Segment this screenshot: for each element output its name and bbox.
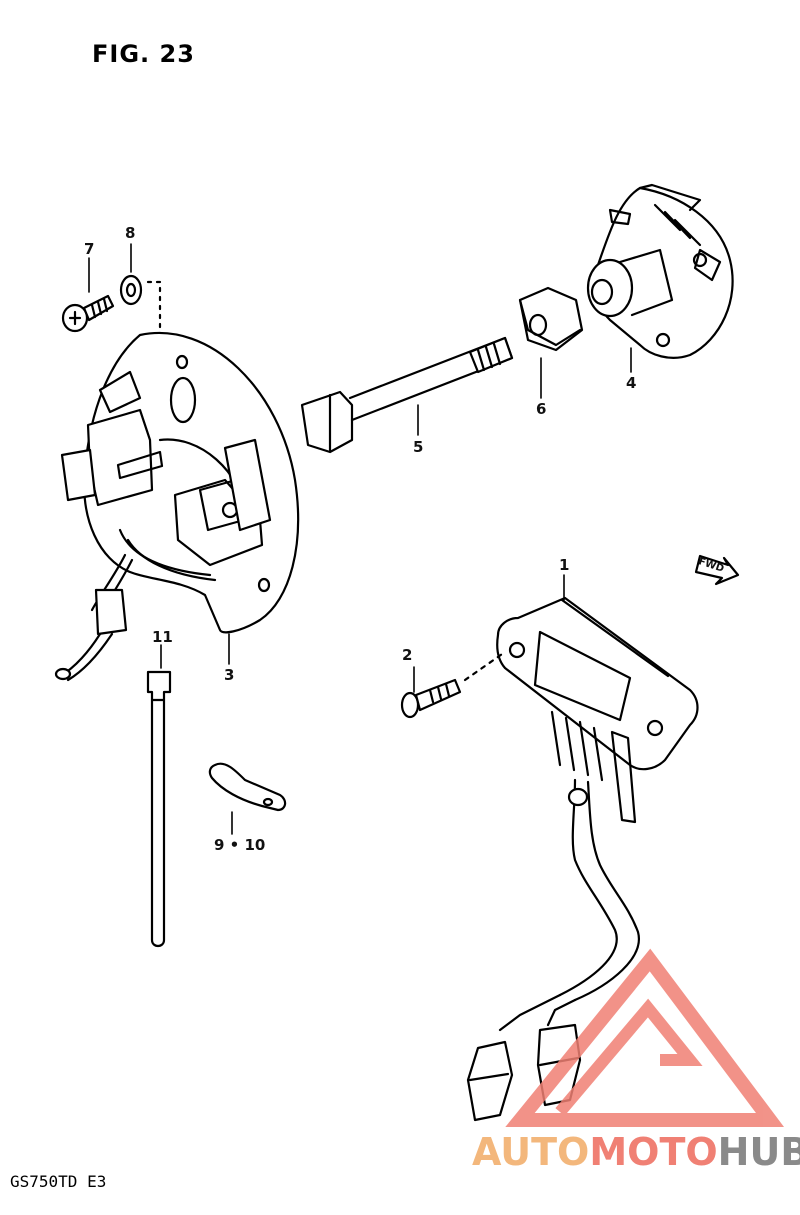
callout-4: 4 <box>626 374 637 392</box>
callout-3: 3 <box>224 666 235 684</box>
part-8-washer <box>119 274 143 306</box>
leader-lines <box>88 243 632 835</box>
watermark-text: AUTOMOTOHUB <box>472 1130 800 1174</box>
callout-5: 5 <box>413 438 424 456</box>
figure-title: FIG. 23 <box>92 40 195 68</box>
watermark-logo <box>505 948 784 1127</box>
watermark-text-hub: HUB <box>717 1130 800 1174</box>
callout-7: 7 <box>84 240 95 258</box>
callout-8: 8 <box>125 224 136 242</box>
callout-11: 11 <box>152 628 173 646</box>
callout-9-10: 9 • 10 <box>214 836 266 854</box>
part-6-nut <box>518 286 584 352</box>
fwd-arrow <box>694 554 740 586</box>
model-code: GS750TD E3 <box>10 1172 107 1191</box>
watermark-text-auto: AUTO <box>472 1130 590 1174</box>
part-3-base-plate <box>54 332 300 682</box>
part-7-screw <box>61 294 115 333</box>
callout-2: 2 <box>402 646 413 664</box>
part-2-screw <box>400 678 462 719</box>
part-2-leader <box>463 650 507 682</box>
part-9-10-clamp <box>208 762 287 812</box>
callout-6: 6 <box>536 400 547 418</box>
part-11-cable-tie <box>146 670 172 948</box>
part-8-leader <box>146 280 162 372</box>
part-5-bolt <box>300 336 514 454</box>
callout-1: 1 <box>559 556 570 574</box>
watermark-text-moto: MOTO <box>589 1130 718 1174</box>
part-4-governor <box>586 183 734 359</box>
